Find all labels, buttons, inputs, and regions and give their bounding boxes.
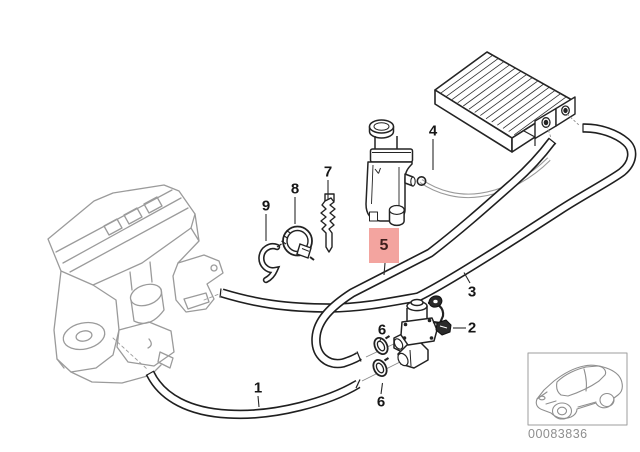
engine-illustration — [47, 184, 224, 384]
callout-4[interactable]: 4 — [428, 122, 438, 140]
callout-3[interactable]: 3 — [467, 283, 477, 301]
water-hose-5 — [311, 137, 557, 369]
cable-holder-7 — [320, 193, 336, 253]
heater-core-illustration — [434, 51, 576, 153]
callout-6a[interactable]: 6 — [377, 321, 387, 339]
callout-2[interactable]: 2 — [467, 319, 477, 337]
hose-clamp-8 — [281, 225, 315, 261]
water-hose-3 — [219, 123, 637, 313]
hose-clamp-6b — [372, 357, 390, 377]
callout-5-highlight[interactable]: 5 — [369, 228, 399, 263]
expansion-tank-illustration — [365, 119, 416, 227]
hose-clamp-6a — [373, 335, 391, 355]
vehicle-thumbnail — [527, 352, 628, 426]
water-hose-1 — [145, 370, 361, 420]
callout-leader-lines — [257, 139, 471, 408]
callout-6b[interactable]: 6 — [376, 393, 386, 411]
diagram-code: 00083836 — [528, 427, 588, 441]
callout-5[interactable]: 5 — [379, 236, 389, 254]
hose-clip-9 — [258, 243, 282, 284]
heater-core-port-leaders — [546, 113, 581, 139]
callout-1[interactable]: 1 — [253, 379, 263, 397]
callout-7[interactable]: 7 — [323, 163, 333, 181]
callout-8[interactable]: 8 — [290, 180, 300, 198]
callout-9[interactable]: 9 — [261, 197, 271, 215]
o-ring-seal — [416, 176, 427, 187]
vent-hose-4 — [419, 157, 551, 199]
water-valve-illustration — [393, 295, 452, 369]
